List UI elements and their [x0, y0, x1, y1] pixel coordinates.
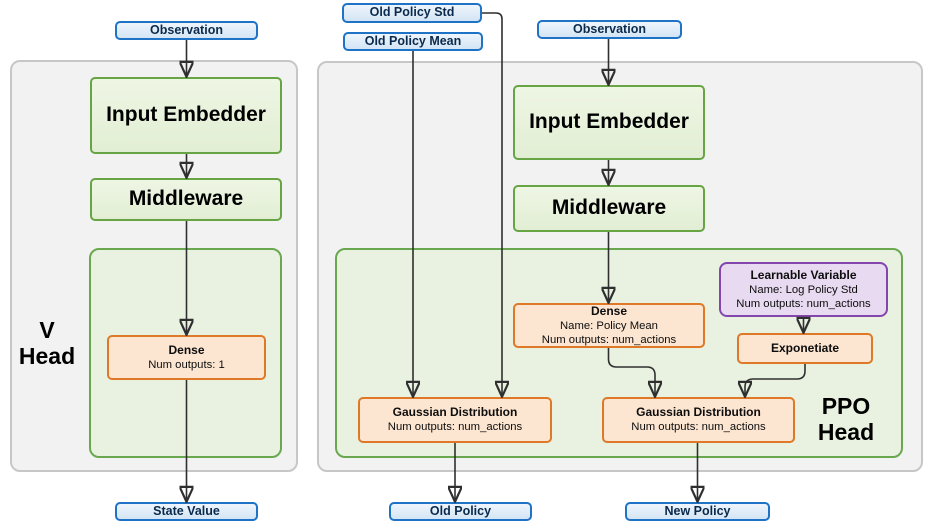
- observation-right-node: Observation: [537, 20, 682, 39]
- old-policy-std-node: Old Policy Std: [342, 3, 482, 23]
- old-policy-mean-node: Old Policy Mean: [343, 32, 483, 51]
- dense-v-node: Dense Num outputs: 1: [107, 335, 266, 380]
- ppo-head-label: PPO Head: [800, 390, 892, 448]
- exponetiate-node: Exponetiate: [737, 333, 873, 364]
- dense-policy-name: Name: Policy Mean: [560, 319, 658, 332]
- dense-policy-mean-node: Dense Name: Policy Mean Num outputs: num…: [513, 303, 705, 348]
- v-head-label: V Head: [4, 316, 90, 370]
- dense-v-outputs: Num outputs: 1: [148, 358, 225, 371]
- learnable-variable-node: Learnable Variable Name: Log Policy Std …: [719, 262, 888, 317]
- gaussian-new-outputs: Num outputs: num_actions: [631, 421, 766, 434]
- input-embedder-left-node: Input Embedder: [90, 77, 282, 154]
- dense-policy-outputs: Num outputs: num_actions: [541, 334, 677, 346]
- ppo-head-label-line2: Head: [817, 419, 875, 445]
- learnable-variable-outputs: Num outputs: num_actions: [736, 298, 871, 310]
- gaussian-new-title: Gaussian Distribution: [636, 405, 761, 420]
- middleware-left-node: Middleware: [90, 178, 282, 221]
- gaussian-distribution-new-node: Gaussian Distribution Num outputs: num_a…: [602, 397, 795, 443]
- middleware-right-node: Middleware: [513, 185, 705, 232]
- learnable-variable-title: Learnable Variable: [750, 267, 857, 282]
- gaussian-old-outputs: Num outputs: num_actions: [387, 421, 523, 434]
- ppo-head-label-line1: PPO: [821, 392, 871, 419]
- gaussian-distribution-old-node: Gaussian Distribution Num outputs: num_a…: [358, 397, 552, 443]
- learnable-variable-name: Name: Log Policy Std: [749, 283, 858, 296]
- new-policy-node: New Policy: [625, 502, 770, 521]
- v-head-label-line2: Head: [18, 343, 76, 369]
- old-policy-node: Old Policy: [389, 502, 532, 521]
- observation-left-node: Observation: [115, 21, 258, 40]
- state-value-node: State Value: [115, 502, 258, 521]
- dense-v-title: Dense: [168, 342, 205, 357]
- exponetiate-title: Exponetiate: [770, 341, 839, 355]
- v-head-label-line1: V: [39, 316, 55, 343]
- dense-policy-title: Dense: [590, 303, 628, 318]
- gaussian-old-title: Gaussian Distribution: [392, 405, 518, 420]
- input-embedder-right-node: Input Embedder: [513, 85, 705, 160]
